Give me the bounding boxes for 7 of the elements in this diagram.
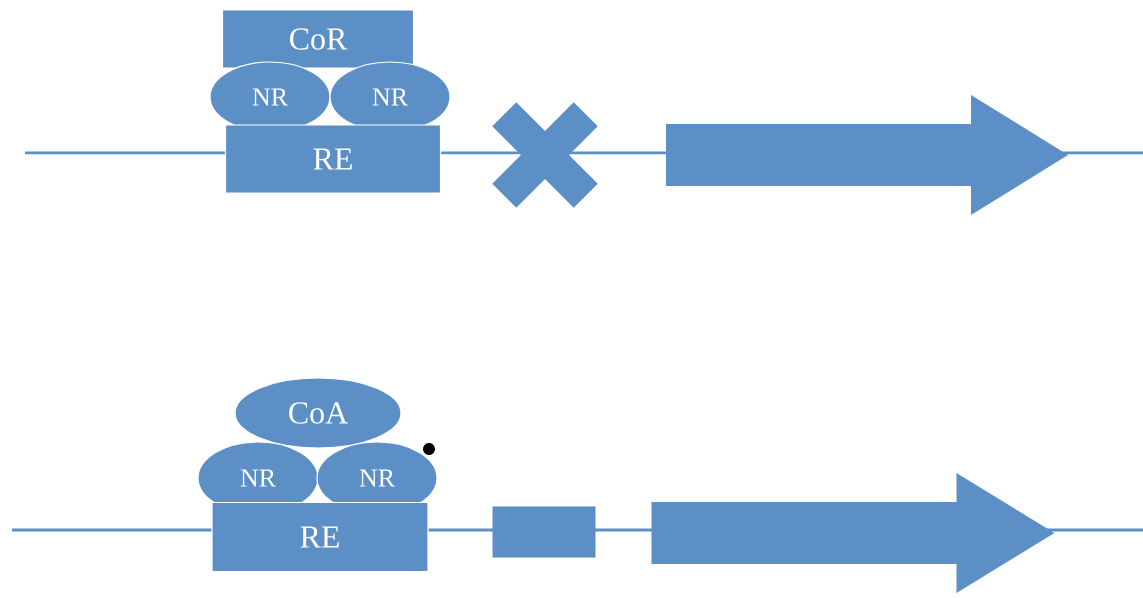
response-element-box: RE (211, 501, 429, 573)
gene-arrow (651, 473, 1055, 593)
response-element-box: RE (224, 124, 442, 194)
exon-box (492, 506, 596, 558)
gene-arrow (666, 95, 1068, 215)
cross-mark (492, 102, 598, 208)
corepressor-box: CoR (221, 9, 415, 69)
